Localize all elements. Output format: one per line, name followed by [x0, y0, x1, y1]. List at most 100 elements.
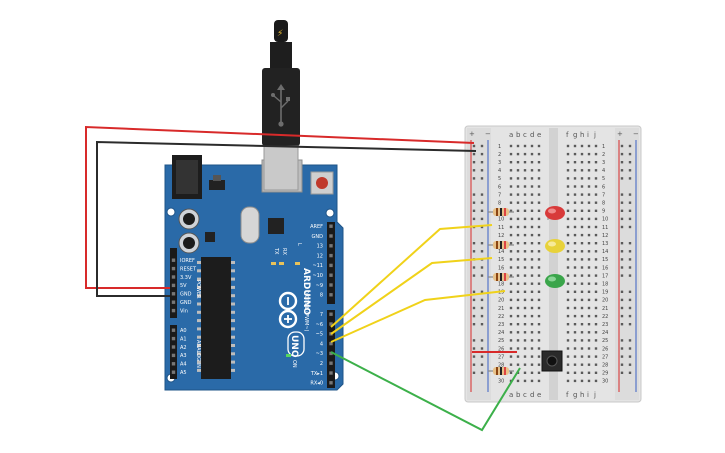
breadboard-hole[interactable] [580, 371, 584, 374]
breadboard-hole[interactable] [580, 242, 584, 245]
breadboard-hole[interactable] [594, 242, 598, 245]
rail-hole[interactable] [480, 250, 484, 253]
breadboard-hole[interactable] [516, 355, 520, 358]
breadboard-hole[interactable] [594, 201, 598, 204]
breadboard-hole[interactable] [516, 379, 520, 383]
rail-hole[interactable] [628, 339, 632, 342]
rail-hole[interactable] [628, 274, 632, 277]
breadboard-hole[interactable] [530, 266, 534, 269]
breadboard-hole[interactable] [587, 185, 591, 188]
breadboard-hole[interactable] [587, 298, 591, 302]
rail-hole[interactable] [628, 258, 632, 261]
breadboard-hole[interactable] [523, 217, 527, 221]
header-pin[interactable] [329, 361, 333, 365]
rail-hole[interactable] [480, 225, 484, 229]
breadboard-hole[interactable] [587, 161, 591, 164]
breadboard-hole[interactable] [580, 161, 584, 164]
breadboard-hole[interactable] [530, 258, 534, 261]
breadboard-hole[interactable] [566, 282, 570, 285]
breadboard-hole[interactable] [509, 314, 513, 318]
rail-hole[interactable] [620, 177, 624, 180]
breadboard-hole[interactable] [587, 193, 591, 196]
breadboard-hole[interactable] [516, 266, 520, 269]
breadboard-hole[interactable] [509, 306, 513, 310]
breadboard-hole[interactable] [594, 250, 598, 253]
led-yellow[interactable] [545, 239, 565, 253]
breadboard-hole[interactable] [587, 217, 591, 221]
header-pin[interactable] [329, 293, 333, 297]
rail-hole[interactable] [628, 298, 632, 302]
breadboard-hole[interactable] [587, 339, 591, 342]
breadboard-hole[interactable] [537, 258, 541, 261]
rail-hole[interactable] [480, 152, 484, 156]
rail-hole[interactable] [480, 161, 484, 164]
breadboard-hole[interactable] [594, 347, 598, 350]
breadboard-hole[interactable] [523, 225, 527, 229]
breadboard-hole[interactable] [594, 379, 598, 383]
breadboard-hole[interactable] [523, 250, 527, 253]
breadboard-hole[interactable] [594, 161, 598, 164]
rail-hole[interactable] [628, 306, 632, 310]
rail-hole[interactable] [628, 250, 632, 253]
header-pin[interactable] [171, 336, 176, 341]
header-pin[interactable] [171, 370, 176, 374]
rail-hole[interactable] [620, 209, 624, 212]
breadboard-hole[interactable] [537, 250, 541, 253]
rail-hole[interactable] [480, 339, 484, 342]
breadboard-hole[interactable] [537, 339, 541, 342]
rail-hole[interactable] [472, 306, 476, 310]
rail-hole[interactable] [620, 371, 624, 374]
rail-hole[interactable] [620, 161, 624, 164]
breadboard-hole[interactable] [587, 347, 591, 350]
breadboard-hole[interactable] [509, 233, 513, 237]
breadboard-hole[interactable] [537, 201, 541, 204]
breadboard-hole[interactable] [587, 144, 591, 148]
header-pin[interactable] [329, 234, 333, 238]
rail-hole[interactable] [480, 274, 484, 277]
breadboard-hole[interactable] [530, 371, 534, 374]
rail-hole[interactable] [620, 144, 624, 148]
breadboard-hole[interactable] [573, 282, 577, 285]
rail-hole[interactable] [472, 266, 476, 269]
breadboard-hole[interactable] [537, 177, 541, 180]
breadboard-hole[interactable] [587, 258, 591, 261]
breadboard-hole[interactable] [509, 258, 513, 261]
breadboard-hole[interactable] [516, 258, 520, 261]
breadboard-hole[interactable] [537, 209, 541, 212]
breadboard-hole[interactable] [516, 185, 520, 188]
rail-hole[interactable] [628, 290, 632, 293]
breadboard-hole[interactable] [580, 355, 584, 358]
breadboard-hole[interactable] [530, 306, 534, 310]
breadboard-hole[interactable] [516, 274, 520, 277]
breadboard-hole[interactable] [566, 250, 570, 253]
breadboard-hole[interactable] [509, 323, 513, 326]
header-pin[interactable] [171, 353, 176, 358]
rail-hole[interactable] [472, 169, 476, 172]
breadboard-hole[interactable] [523, 371, 527, 374]
rail-hole[interactable] [472, 250, 476, 253]
breadboard-hole[interactable] [523, 379, 527, 383]
breadboard-hole[interactable] [516, 193, 520, 196]
rail-hole[interactable] [628, 209, 632, 212]
breadboard-hole[interactable] [566, 290, 570, 293]
rail-hole[interactable] [472, 177, 476, 180]
breadboard-hole[interactable] [580, 209, 584, 212]
breadboard-hole[interactable] [573, 371, 577, 374]
breadboard-hole[interactable] [523, 347, 527, 350]
breadboard-hole[interactable] [523, 185, 527, 188]
breadboard-hole[interactable] [537, 355, 541, 358]
breadboard-hole[interactable] [580, 306, 584, 310]
breadboard-hole[interactable] [594, 258, 598, 261]
rail-hole[interactable] [620, 152, 624, 156]
breadboard-hole[interactable] [580, 298, 584, 302]
wire-pin-red-led[interactable] [330, 224, 493, 328]
rail-hole[interactable] [480, 177, 484, 180]
breadboard-hole[interactable] [509, 185, 513, 188]
breadboard-hole[interactable] [594, 169, 598, 172]
rail-hole[interactable] [628, 314, 632, 318]
breadboard-hole[interactable] [516, 177, 520, 180]
rail-hole[interactable] [628, 355, 632, 358]
breadboard-hole[interactable] [594, 266, 598, 269]
breadboard-hole[interactable] [516, 306, 520, 310]
rail-hole[interactable] [628, 193, 632, 196]
